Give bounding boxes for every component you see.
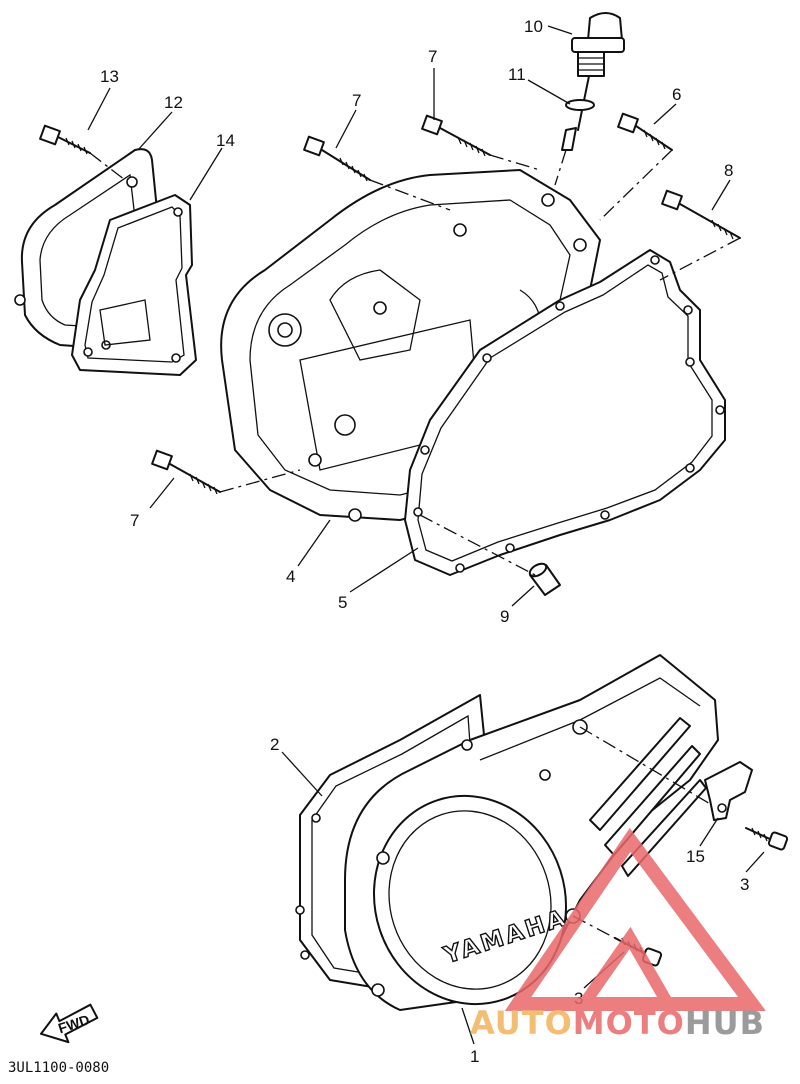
callout-9: 9 bbox=[500, 607, 509, 626]
callout-11: 11 bbox=[508, 65, 526, 84]
callout-5: 5 bbox=[338, 593, 347, 612]
o-ring-11 bbox=[561, 99, 595, 151]
clamp-15 bbox=[704, 761, 753, 821]
callout-6: 6 bbox=[672, 85, 681, 104]
watermark-part-hub: HUB bbox=[685, 1004, 765, 1042]
dowel-pin-9 bbox=[528, 562, 561, 596]
callout-15: 15 bbox=[686, 847, 705, 866]
callout-1: 1 bbox=[470, 1047, 479, 1066]
callout-13: 13 bbox=[100, 67, 119, 86]
watermark-part-auto: AUTO bbox=[470, 1004, 573, 1042]
watermark-text: AUTOMOTOHUB bbox=[470, 1004, 765, 1042]
callout-3-right: 3 bbox=[740, 875, 749, 894]
callout-14: 14 bbox=[216, 131, 235, 150]
callout-7-left: 7 bbox=[130, 511, 139, 530]
bolt-7-top-left bbox=[303, 135, 371, 182]
callout-leaders bbox=[87, 25, 765, 1045]
part-code-label: 3UL1100-0080 bbox=[8, 1060, 109, 1076]
bolt-7-top-center bbox=[421, 114, 491, 157]
bolt-6 bbox=[617, 112, 673, 151]
watermark: AUTOMOTOHUB bbox=[470, 827, 766, 1042]
fwd-arrow-icon: FWD bbox=[39, 1003, 99, 1044]
bolt-7-left bbox=[151, 449, 221, 495]
callout-4: 4 bbox=[286, 567, 295, 586]
fwd-label: FWD bbox=[56, 1011, 91, 1036]
callout-7-top-left: 7 bbox=[352, 91, 361, 110]
alignment-lines-top bbox=[89, 149, 741, 576]
callout-8: 8 bbox=[724, 161, 733, 180]
screw-3-right bbox=[745, 827, 789, 851]
callout-12: 12 bbox=[164, 93, 183, 112]
gasket-5 bbox=[404, 249, 726, 576]
oil-filler-plug-10 bbox=[571, 12, 625, 131]
callout-2: 2 bbox=[270, 735, 279, 754]
watermark-part-moto: MOTO bbox=[573, 1004, 685, 1042]
bolt-8 bbox=[661, 189, 741, 240]
bolt-13 bbox=[39, 124, 91, 155]
callout-7-top-center: 7 bbox=[428, 47, 437, 66]
callouts: 13 12 14 7 7 10 11 6 8 7 4 5 9 2 15 3 3 … bbox=[100, 17, 749, 1066]
crankcase-cover-1 bbox=[344, 654, 719, 1011]
small-cover-assembly bbox=[14, 148, 197, 376]
watermark-logo-icon bbox=[504, 827, 766, 1011]
callout-10: 10 bbox=[524, 17, 543, 36]
